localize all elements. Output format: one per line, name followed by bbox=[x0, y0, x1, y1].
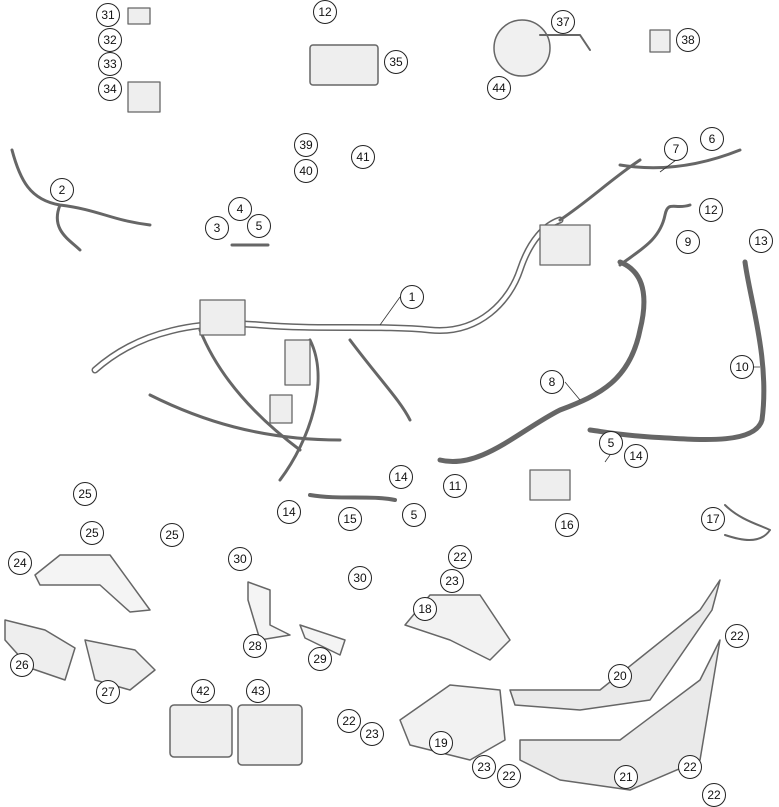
horn-37 bbox=[493, 19, 551, 77]
cable-15 bbox=[308, 493, 397, 502]
callout-12: 2 bbox=[50, 178, 74, 202]
callout-30: 14 bbox=[277, 500, 301, 524]
main-wiring-harness bbox=[91, 216, 564, 374]
callout-55: 21 bbox=[614, 765, 638, 789]
callout-53: 23 bbox=[472, 755, 496, 779]
callout-51: 23 bbox=[360, 722, 384, 746]
callout-40: 29 bbox=[308, 647, 332, 671]
callout-1: 32 bbox=[98, 28, 122, 52]
callout-43: 22 bbox=[448, 545, 472, 569]
bracket-19 bbox=[399, 684, 506, 761]
callout-56: 22 bbox=[678, 755, 702, 779]
callout-28: 5 bbox=[402, 503, 426, 527]
callout-21: 13 bbox=[749, 229, 773, 253]
callout-0: 31 bbox=[96, 3, 120, 27]
callout-15: 3 bbox=[205, 216, 229, 240]
callout-17: 7 bbox=[664, 137, 688, 161]
callout-33: 25 bbox=[73, 482, 97, 506]
callout-26: 11 bbox=[443, 474, 467, 498]
callout-25: 14 bbox=[624, 444, 648, 468]
callout-2: 33 bbox=[98, 52, 122, 76]
callout-52: 19 bbox=[429, 731, 453, 755]
callout-45: 18 bbox=[413, 597, 437, 621]
callout-13: 4 bbox=[228, 197, 252, 221]
callout-27: 14 bbox=[389, 465, 413, 489]
callout-18: 6 bbox=[700, 127, 724, 151]
callout-48: 42 bbox=[191, 679, 215, 703]
callout-47: 22 bbox=[725, 624, 749, 648]
cover-26 bbox=[4, 619, 76, 681]
callout-44: 23 bbox=[440, 569, 464, 593]
callout-23: 8 bbox=[540, 370, 564, 394]
callout-34: 25 bbox=[80, 521, 104, 545]
callout-11: 41 bbox=[351, 145, 375, 169]
callout-3: 34 bbox=[98, 77, 122, 101]
callout-36: 24 bbox=[8, 551, 32, 575]
callout-29: 15 bbox=[338, 507, 362, 531]
callout-35: 25 bbox=[160, 523, 184, 547]
callout-54: 22 bbox=[497, 764, 521, 788]
harness-9 bbox=[618, 203, 692, 267]
callout-46: 20 bbox=[608, 664, 632, 688]
callout-50: 22 bbox=[337, 709, 361, 733]
regulator-35 bbox=[309, 44, 379, 86]
control-unit-42 bbox=[169, 704, 233, 758]
callout-4: 12 bbox=[313, 0, 337, 24]
callout-9: 39 bbox=[294, 133, 318, 157]
control-unit-43 bbox=[237, 704, 303, 766]
callout-5: 35 bbox=[384, 50, 408, 74]
cover-27 bbox=[84, 639, 156, 691]
callout-39: 28 bbox=[243, 634, 267, 658]
callout-14: 5 bbox=[247, 214, 271, 238]
harness-10 bbox=[587, 259, 767, 442]
harness-2 bbox=[10, 148, 152, 252]
callout-19: 12 bbox=[699, 198, 723, 222]
callout-32: 17 bbox=[701, 507, 725, 531]
callout-8: 44 bbox=[487, 76, 511, 100]
callout-24: 5 bbox=[599, 431, 623, 455]
harness-8 bbox=[437, 259, 647, 464]
bracket-28 bbox=[247, 581, 291, 641]
callout-42: 27 bbox=[96, 680, 120, 704]
callout-31: 16 bbox=[555, 513, 579, 537]
callout-49: 43 bbox=[246, 679, 270, 703]
callout-20: 9 bbox=[676, 230, 700, 254]
callout-6: 37 bbox=[551, 10, 575, 34]
bracket-29 bbox=[299, 624, 346, 656]
callout-7: 38 bbox=[676, 28, 700, 52]
callout-22: 10 bbox=[730, 355, 754, 379]
bracket-24 bbox=[34, 554, 151, 613]
callout-38: 30 bbox=[348, 566, 372, 590]
callout-37: 30 bbox=[228, 547, 252, 571]
callout-41: 26 bbox=[10, 653, 34, 677]
callout-16: 1 bbox=[400, 285, 424, 309]
callout-57: 22 bbox=[702, 783, 726, 807]
callout-10: 40 bbox=[294, 159, 318, 183]
